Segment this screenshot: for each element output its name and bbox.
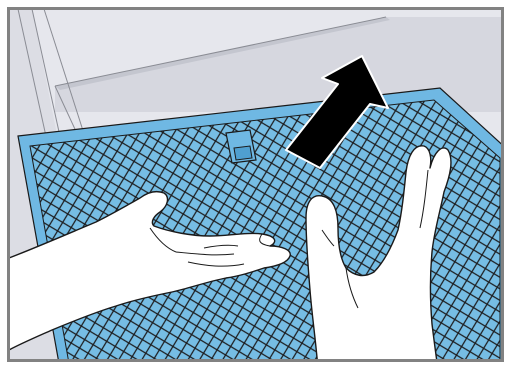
filter-handle (226, 130, 256, 163)
